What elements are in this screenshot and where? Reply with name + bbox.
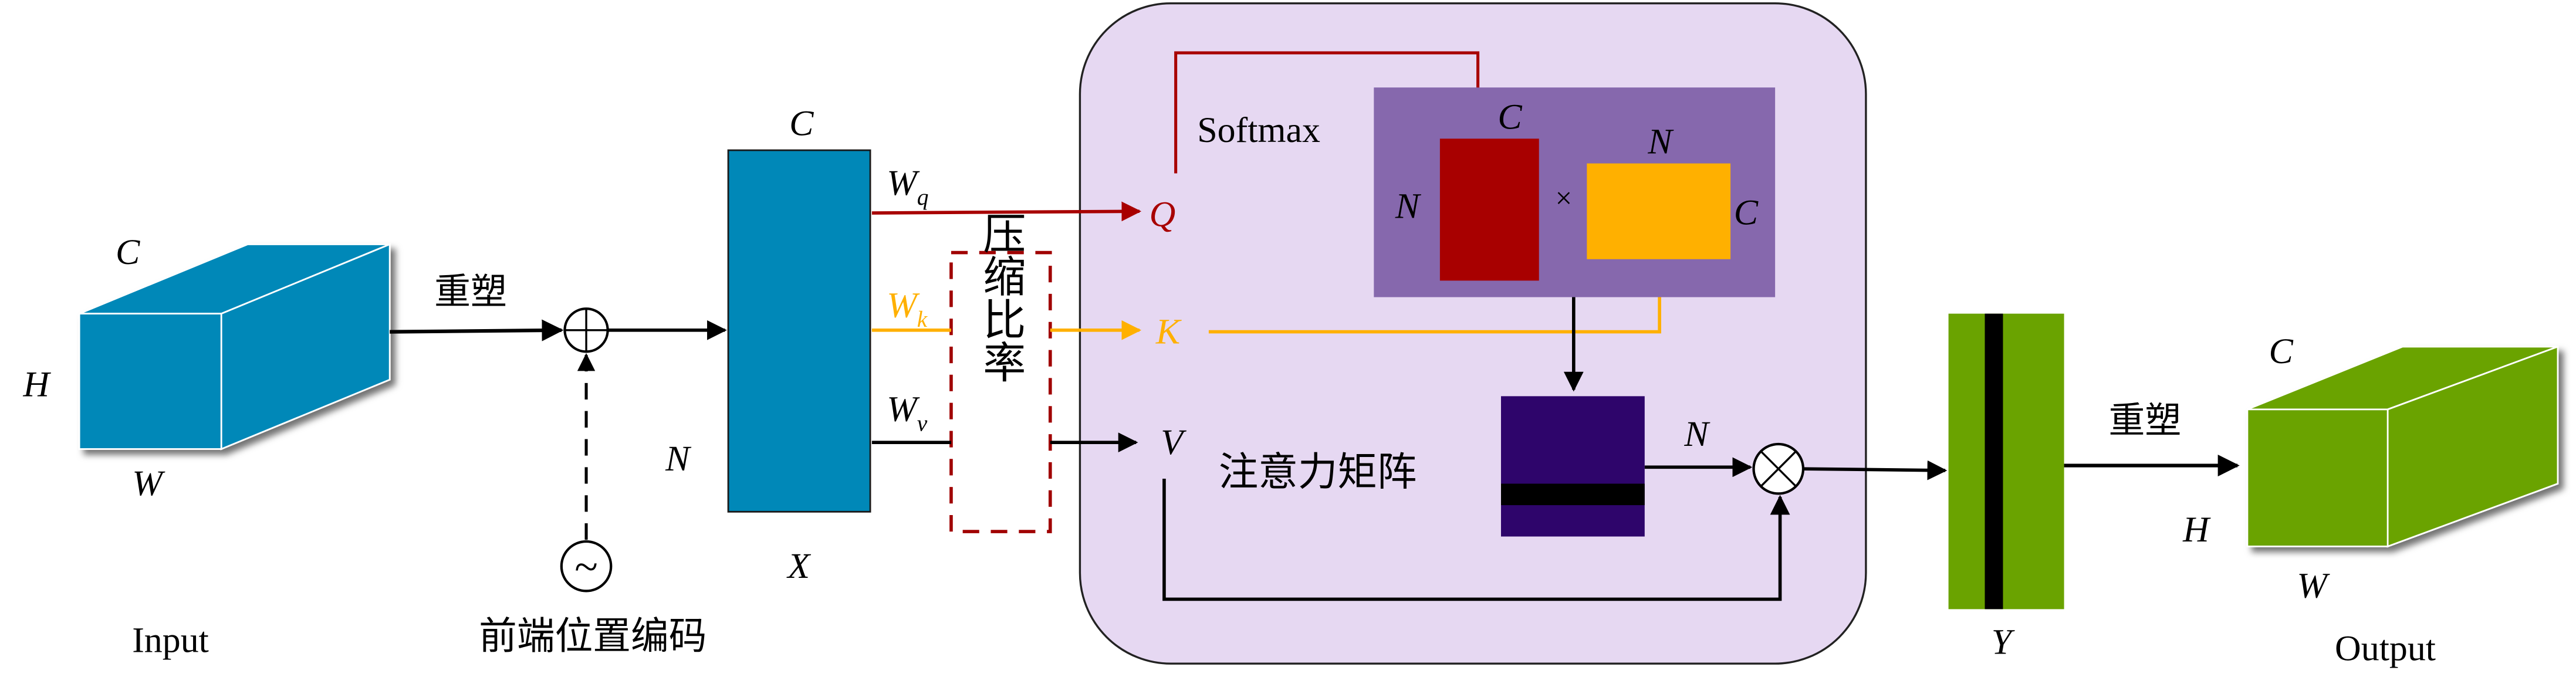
input-dim-h: H [22,364,51,404]
attention-matrix-label: 注意力矩阵 [1219,448,1417,495]
query-dim-c: C [1497,97,1522,137]
output-dim-c: C [2269,331,2294,371]
y-matrix [1948,313,2064,610]
query-matrix [1439,138,1539,281]
compression-ratio-label: 压缩比率 [976,211,1026,383]
reshape-out-label: 重塑 [2109,399,2182,441]
x-matrix [727,149,871,513]
input-dim-c: C [116,232,140,272]
add-node [563,307,609,353]
attention-matrix [1501,396,1645,537]
y-matrix-label: Y [1992,622,2015,662]
y-matrix-stripe [1985,313,2003,610]
wk-label: Wk [887,285,928,332]
x-matrix-label: X [786,546,811,586]
wv-label: Wv [887,390,928,436]
output-tensor-front-face [2246,408,2389,547]
x-dim-n: N [665,439,692,479]
query-dim-n: N [1395,186,1422,226]
wq-label: Wq [887,163,928,210]
arrow-multiply-to-y [1803,460,1948,480]
sine-wave-symbol: ~ [574,543,598,591]
input-tensor-front-face [78,313,222,450]
input-label: Input [132,621,209,661]
sine-wave-icon [560,540,613,593]
v-label: V [1161,422,1186,462]
input-dim-w: W [132,463,165,503]
key-matrix [1587,163,1731,259]
multiply-node [1752,442,1805,495]
arrow-input-to-add [390,319,564,341]
arrow-wq-to-q [871,201,1142,222]
times-symbol: × [1556,182,1573,215]
k-label: K [1155,312,1182,351]
output-tensor [2246,345,2559,548]
arrow-v-to-multiply [1162,479,1790,601]
key-dim-c: C [1734,193,1759,233]
attention-matrix-highlight-row [1501,483,1645,506]
positional-encoding-label: 前端位置编码 [479,614,706,658]
x-dim-c: C [789,104,814,144]
key-dim-n: N [1647,122,1674,162]
softmax-label: Softmax [1197,110,1320,150]
attention-dim-n: N [1683,414,1710,454]
reshape-in-label: 重塑 [434,270,507,313]
compression-ratio-box [949,250,1052,533]
output-dim-h: H [2182,510,2211,550]
output-dim-w: W [2297,566,2330,606]
q-label: Q [1150,195,1176,235]
output-label: Output [2335,629,2436,669]
input-tensor [78,243,391,451]
